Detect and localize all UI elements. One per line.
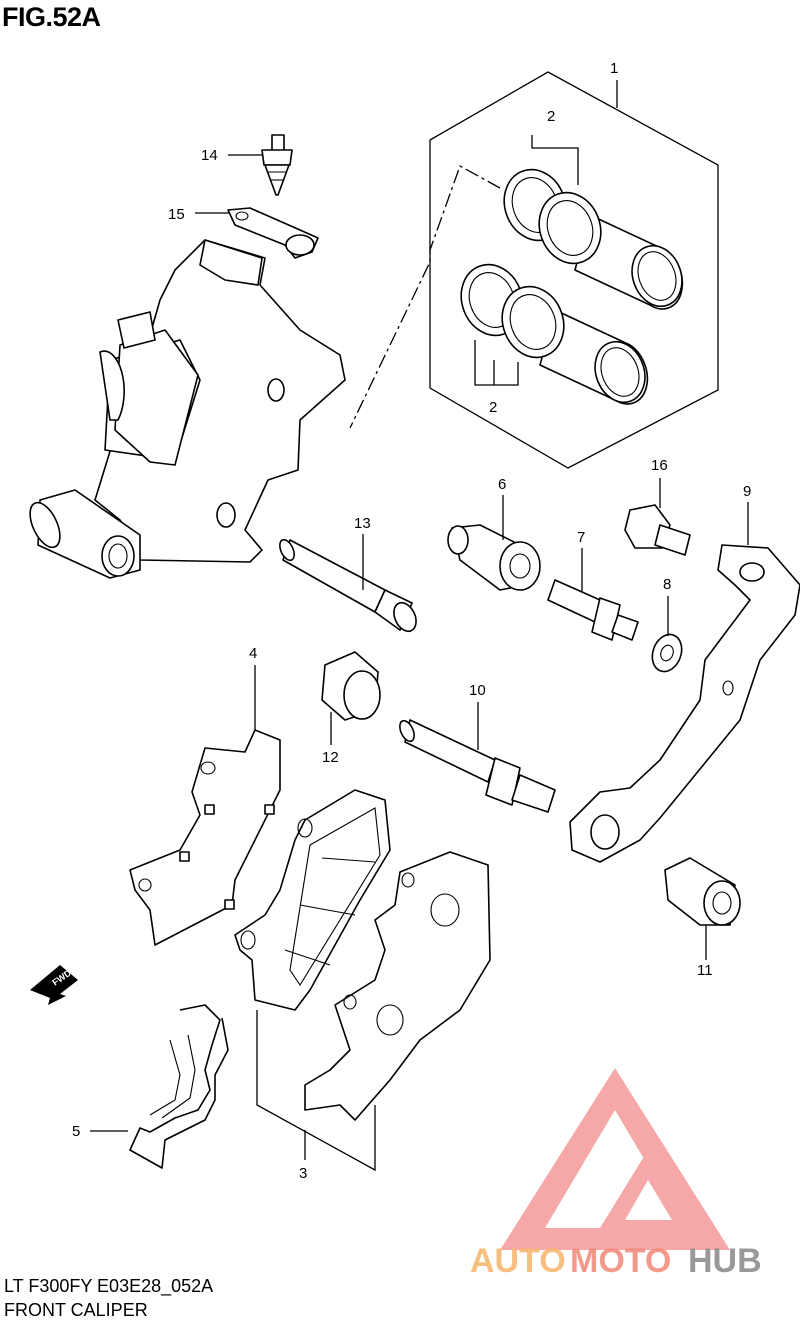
callout-2-bottom: 2 xyxy=(489,399,497,416)
figure-title: FIG.52A xyxy=(2,2,101,32)
bleeder-cap xyxy=(227,207,319,259)
washer-8 xyxy=(651,633,683,673)
figure-name: FRONT CALIPER xyxy=(4,1300,148,1320)
callout-10: 10 xyxy=(469,682,486,699)
fwd-arrow-icon: FWD xyxy=(30,965,78,1005)
callout-6: 6 xyxy=(498,476,506,493)
brake-pad-outer xyxy=(304,851,491,1121)
watermark-text: AUTO MOTO HUB xyxy=(470,1242,762,1280)
callout-7: 7 xyxy=(577,529,585,546)
brake-pad-inner xyxy=(234,789,391,1011)
callouts: 1 2 2 3 4 5 6 7 8 9 10 11 12 13 14 15 16 xyxy=(72,60,751,1182)
leader-lines xyxy=(90,154,749,1132)
pad-set-bracket xyxy=(256,1010,376,1172)
bolt-16 xyxy=(624,504,691,556)
bleeder-screw xyxy=(261,134,293,196)
callout-13: 13 xyxy=(354,515,371,532)
boot-12 xyxy=(321,651,381,721)
watermark-part2: MOTO xyxy=(570,1242,671,1280)
piston-upper xyxy=(574,214,684,310)
caliper-bracket-9 xyxy=(569,544,800,863)
slide-pin-10 xyxy=(399,719,556,813)
callout-8: 8 xyxy=(663,576,671,593)
watermark-part1: AUTO xyxy=(470,1242,566,1280)
callout-4: 4 xyxy=(249,645,257,662)
piston-lower xyxy=(539,309,649,405)
figure-code: LT F300FY E03E28_052A xyxy=(4,1276,214,1296)
pad-spring-5 xyxy=(129,1004,229,1169)
callout-1: 1 xyxy=(610,60,618,77)
boot-6 xyxy=(447,524,541,591)
seal-kit-box xyxy=(349,71,719,469)
callout-15: 15 xyxy=(168,206,185,223)
slide-pin-13 xyxy=(279,538,417,633)
callout-9: 9 xyxy=(743,483,751,500)
callout-16: 16 xyxy=(651,457,668,474)
piston-seal-set xyxy=(460,135,602,386)
bolt-7 xyxy=(547,579,639,641)
caliper-body xyxy=(29,239,346,579)
callout-14: 14 xyxy=(201,147,218,164)
watermark-part3: HUB xyxy=(688,1242,762,1280)
callout-11: 11 xyxy=(697,962,713,979)
callout-2-top: 2 xyxy=(547,108,555,125)
callout-12: 12 xyxy=(322,749,339,766)
callout-3: 3 xyxy=(299,1165,307,1182)
callout-5: 5 xyxy=(72,1123,80,1140)
pad-shim-4 xyxy=(129,729,281,946)
watermark-logo-icon xyxy=(500,1068,730,1250)
sleeve-11 xyxy=(664,857,741,926)
